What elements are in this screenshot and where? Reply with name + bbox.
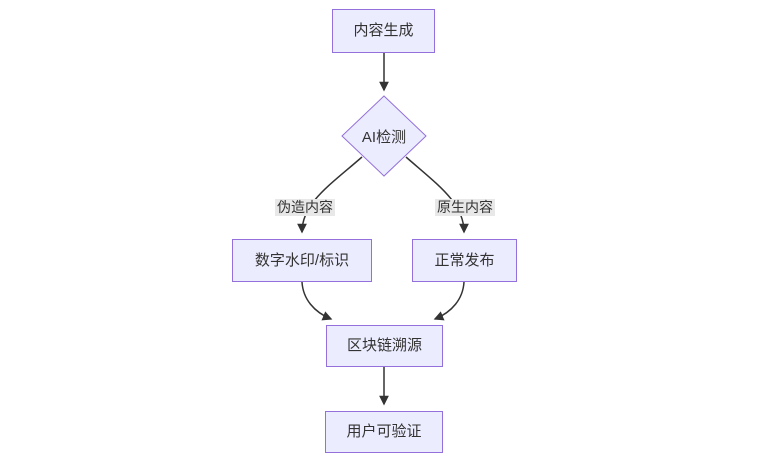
decision-diamond-shape bbox=[341, 95, 427, 177]
edge-aidetect-publish bbox=[405, 156, 469, 234]
node-user-verifiable-label: 用户可验证 bbox=[346, 423, 422, 440]
node-ai-detection: AI检测 bbox=[342, 126, 426, 146]
node-normal-publish: 正常发布 bbox=[412, 239, 517, 282]
edge-label-native-content: 原生内容 bbox=[435, 199, 495, 216]
node-content-generation-label: 内容生成 bbox=[353, 22, 414, 39]
node-content-generation: 内容生成 bbox=[332, 9, 435, 53]
node-blockchain-trace: 区块链溯源 bbox=[326, 325, 443, 367]
node-digital-watermark: 数字水印/标识 bbox=[232, 239, 372, 282]
node-blockchain-trace-label: 区块链溯源 bbox=[346, 337, 422, 354]
node-digital-watermark-label: 数字水印/标识 bbox=[254, 251, 350, 269]
edge-label-fake-content: 伪造内容 bbox=[275, 199, 335, 216]
node-normal-publish-label: 正常发布 bbox=[434, 251, 495, 269]
node-user-verifiable: 用户可验证 bbox=[325, 411, 443, 453]
node-ai-detection-label: AI检测 bbox=[361, 128, 407, 146]
edge-publish-blockchain bbox=[433, 281, 465, 321]
edge-aidetect-watermark bbox=[297, 156, 363, 234]
edge-watermark-blockchain bbox=[301, 281, 333, 321]
